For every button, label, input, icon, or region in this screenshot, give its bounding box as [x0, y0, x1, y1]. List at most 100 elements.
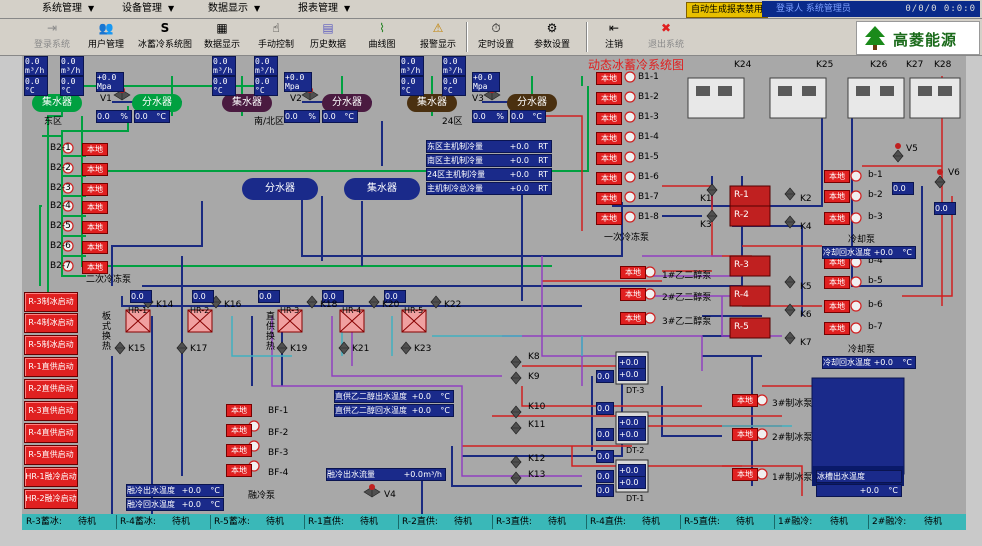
timer-setting-button[interactable]: ⏱定时设置 — [474, 20, 518, 53]
local-button-b1-8[interactable]: 本地 — [596, 212, 622, 225]
manual-control-button[interactable]: ☝手动控制 — [254, 20, 298, 53]
ice-temp-value: +0.0 — [181, 500, 201, 509]
tree-logo-icon — [865, 26, 885, 50]
dt-readout: +0.0 — [618, 368, 646, 381]
local-button-b1-1[interactable]: 本地 — [596, 72, 622, 85]
data-display-button[interactable]: ▦数据显示 — [200, 20, 244, 53]
info-value: +0.0 — [509, 156, 529, 165]
user-manage-button[interactable]: 👥用户管理 — [84, 20, 128, 53]
local-button-ice-2[interactable]: 本地 — [732, 428, 758, 441]
hr1-melt-start-button[interactable]: HR-1融冷启动 — [24, 467, 78, 487]
flow-unit: m³/h — [255, 66, 275, 75]
valve-temp-unit: °C — [344, 112, 354, 121]
status-name: R-3直供: — [496, 517, 532, 527]
r4-direct-start-button[interactable]: R-4直供启动 — [24, 423, 78, 443]
exit-button[interactable]: ✖退出系统 — [644, 20, 688, 53]
local-button-b1-7[interactable]: 本地 — [596, 192, 622, 205]
local-button-b-6[interactable]: 本地 — [824, 300, 850, 313]
local-button-bf-2[interactable]: 本地 — [226, 424, 252, 437]
menu-report[interactable]: 报表管理▼ — [298, 2, 350, 16]
pump-label-b-2: b-2 — [868, 190, 883, 200]
local-button-b2-6[interactable]: 本地 — [82, 241, 108, 254]
local-button-b-2[interactable]: 本地 — [824, 190, 850, 203]
auto-report-toggle[interactable]: 自动生成报表禁用 — [686, 2, 769, 18]
local-button-b-1[interactable]: 本地 — [824, 170, 850, 183]
local-button-b1-2[interactable]: 本地 — [596, 92, 622, 105]
curve-chart-button[interactable]: ⌇曲线图 — [364, 20, 400, 53]
local-button-b-7[interactable]: 本地 — [824, 322, 850, 335]
status-r5-ice: R-5蓄冰:待机 — [214, 516, 302, 529]
menu-device[interactable]: 设备管理▼ — [122, 2, 174, 16]
valve-label-k1: K1 — [700, 194, 712, 204]
status-name: R-4直供: — [590, 517, 626, 527]
valve-opening-unit: % — [308, 112, 316, 121]
local-button-ice-1[interactable]: 本地 — [732, 468, 758, 481]
r4-ice-start-button[interactable]: R-4制冰启动 — [24, 313, 78, 333]
hr2-melt-start-button[interactable]: HR-2融冷启动 — [24, 489, 78, 509]
local-button-b1-4[interactable]: 本地 — [596, 132, 622, 145]
r5-direct-start-button[interactable]: R-5直供启动 — [24, 445, 78, 465]
local-button-bf-3[interactable]: 本地 — [226, 444, 252, 457]
east-collector-header: 集水器 — [42, 97, 72, 108]
curve-chart-label: 曲线图 — [368, 40, 396, 50]
r1-direct-start-button[interactable]: R-1直供启动 — [24, 357, 78, 377]
local-button-b2-7[interactable]: 本地 — [82, 261, 108, 274]
bf-pump-4-label: BF-4 — [268, 468, 289, 478]
r3-direct-start-button[interactable]: R-3直供启动 — [24, 401, 78, 421]
logout-button[interactable]: ⇤注销 — [596, 20, 632, 53]
local-button-ice-3[interactable]: 本地 — [732, 394, 758, 407]
login-button[interactable]: ⇥登录系统 — [30, 20, 74, 53]
cooling-pump-caption-2: 冷却泵 — [848, 345, 876, 355]
local-button-b1-5[interactable]: 本地 — [596, 152, 622, 165]
logout-label: 注销 — [604, 40, 623, 50]
v5-opening-value: 0.0 — [893, 184, 906, 193]
r2-direct-start-button[interactable]: R-2直供启动 — [24, 379, 78, 399]
local-button-b1-6[interactable]: 本地 — [596, 172, 622, 185]
local-button-b2-1[interactable]: 本地 — [82, 143, 108, 156]
local-button-bf-1[interactable]: 本地 — [226, 404, 252, 417]
zone-east-label: 东区 — [44, 117, 63, 127]
glycol-temp-label: 直供乙二醇出水温度 — [335, 392, 407, 401]
local-button-b2-2[interactable]: 本地 — [82, 163, 108, 176]
local-button-b1-3[interactable]: 本地 — [596, 112, 622, 125]
users-icon: 👥 — [98, 21, 114, 35]
r3-ice-start-button[interactable]: R-3制冰启动 — [24, 292, 78, 312]
history-data-button[interactable]: ▤历史数据 — [306, 20, 350, 53]
local-button-b-5[interactable]: 本地 — [824, 276, 850, 289]
ice-pump-3-label: 3#制冰泵 — [772, 399, 813, 409]
local-button-b2-5[interactable]: 本地 — [82, 221, 108, 234]
local-button-b2-3[interactable]: 本地 — [82, 183, 108, 196]
dt-small-readout: 0.0 — [596, 450, 614, 463]
dt-small-value: 0.0 — [597, 404, 610, 413]
status-value: 待机 — [172, 517, 191, 527]
r5-ice-start-button[interactable]: R-5制冰启动 — [24, 335, 78, 355]
status-divider — [868, 515, 869, 529]
local-button-b-3[interactable]: 本地 — [824, 212, 850, 225]
local-button-glycol-3[interactable]: 本地 — [620, 312, 646, 325]
south-distributor-header: 分水器 — [332, 97, 362, 108]
dt-value: +0.0 — [619, 466, 639, 475]
local-button-b2-4[interactable]: 本地 — [82, 201, 108, 214]
pump-label-b1-6: B1-6 — [638, 172, 659, 182]
v6-opening-value: 0.0 — [935, 204, 948, 213]
param-setting-button[interactable]: ⚙参数设置 — [530, 20, 574, 53]
ice-pump-1-label: 1#制冰泵 — [772, 473, 813, 483]
cooling-return-value: +0.0 — [873, 248, 893, 257]
status-name: R-5直供: — [684, 517, 720, 527]
menu-data[interactable]: 数据显示▼ — [208, 2, 260, 16]
local-button-bf-4[interactable]: 本地 — [226, 464, 252, 477]
alarm-display-button[interactable]: ⚠报警显示 — [416, 20, 460, 53]
chevron-down-icon: ▼ — [168, 4, 175, 13]
flow-unit: m³/h — [213, 66, 233, 75]
ice-temp-value: +0.0 — [181, 486, 201, 495]
valve-label-k15: K15 — [128, 344, 146, 354]
local-button-glycol-1[interactable]: 本地 — [620, 266, 646, 279]
local-button-glycol-2[interactable]: 本地 — [620, 288, 646, 301]
dt-small-value: 0.0 — [597, 486, 610, 495]
temp-value: 0.0 — [401, 77, 416, 86]
menu-system[interactable]: 系统管理▼ — [42, 2, 94, 16]
